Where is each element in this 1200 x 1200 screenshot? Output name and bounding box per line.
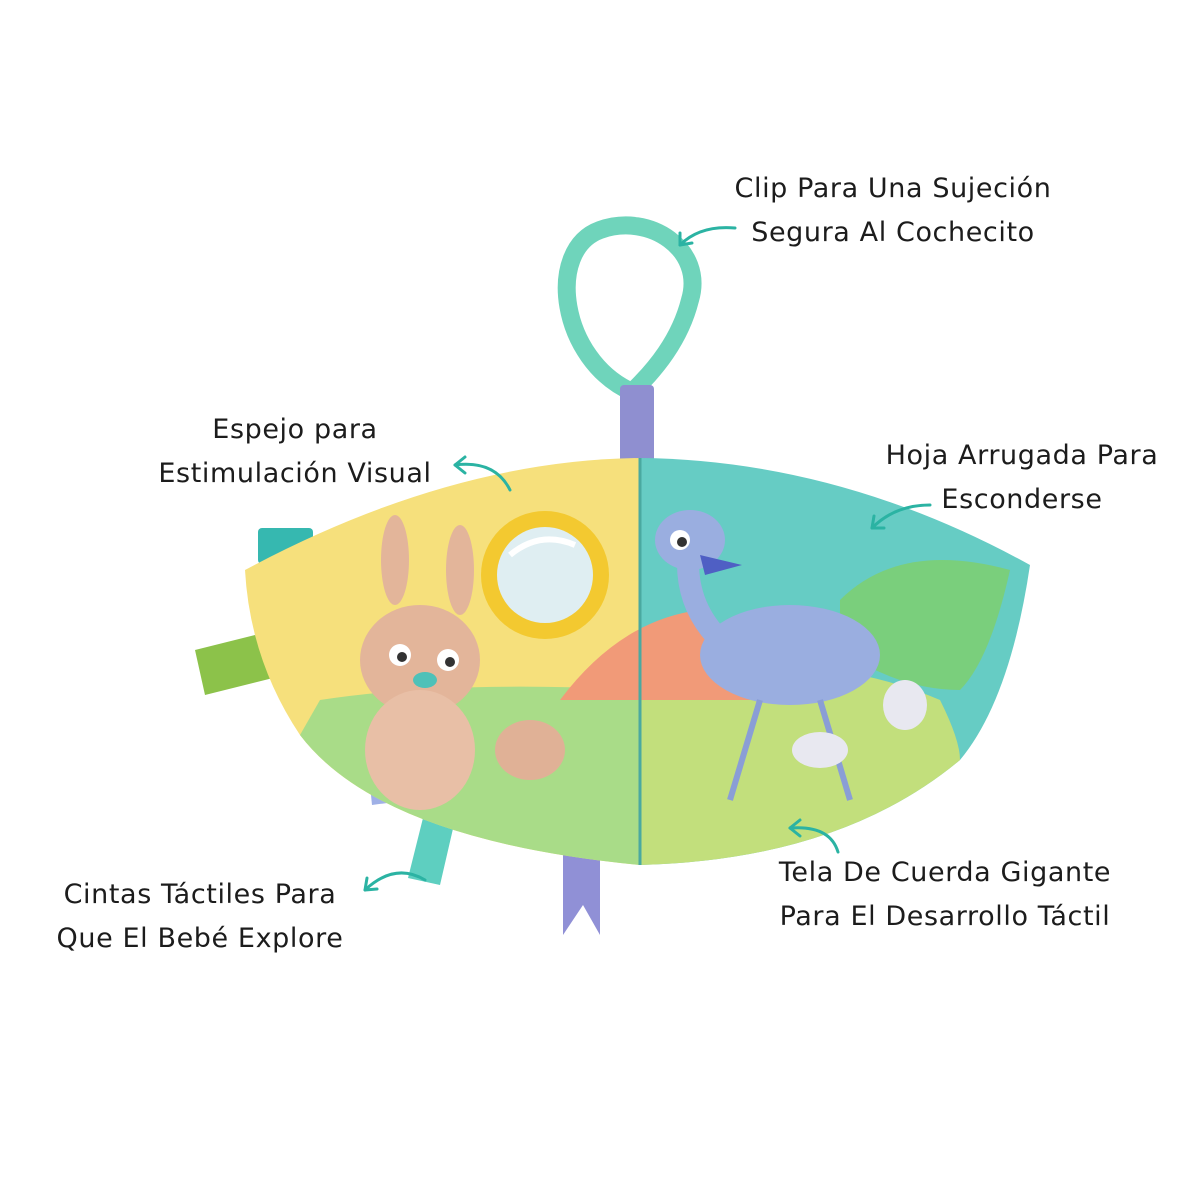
ribbons-annotation-line2: Que El Bebé Explore <box>56 923 344 954</box>
clip-annotation: Clip Para Una Sujeción Segura Al Cocheci… <box>735 167 1052 255</box>
mirror-annotation-line1: Espejo para <box>212 414 378 445</box>
purple-ribbon <box>563 850 600 935</box>
clip-ring <box>557 216 702 403</box>
crinkle-annotation: Hoja Arrugada Para Esconderse <box>886 434 1159 522</box>
emu-illustration <box>655 510 927 801</box>
fabric-annotation-line2: Para El Desarrollo Táctil <box>779 901 1111 932</box>
crinkle-annotation-line1: Hoja Arrugada Para <box>885 440 1159 471</box>
ribbons-annotation: Cintas Táctiles Para Que El Bebé Explore <box>57 873 344 961</box>
arrow-clip <box>678 226 737 247</box>
ribbons-annotation-line1: Cintas Táctiles Para <box>63 879 337 910</box>
fabric-annotation: Tela De Cuerda Gigante Para El Desarroll… <box>779 851 1111 939</box>
mirror-annotation: Espejo para Estimulación Visual <box>158 408 431 496</box>
clip-annotation-line2: Segura Al Cochecito <box>751 217 1035 248</box>
teal-ribbon <box>408 810 455 885</box>
hanging-ribbon <box>620 385 654 465</box>
fabric-annotation-line1: Tela De Cuerda Gigante <box>778 857 1112 888</box>
crinkle-annotation-line2: Esconderse <box>941 484 1103 515</box>
mirror <box>481 511 609 639</box>
clip-annotation-line1: Clip Para Una Sujeción <box>734 173 1052 204</box>
mirror-annotation-line2: Estimulación Visual <box>158 458 432 489</box>
annotation-arrows <box>363 226 932 892</box>
kangaroo-illustration <box>360 515 565 810</box>
